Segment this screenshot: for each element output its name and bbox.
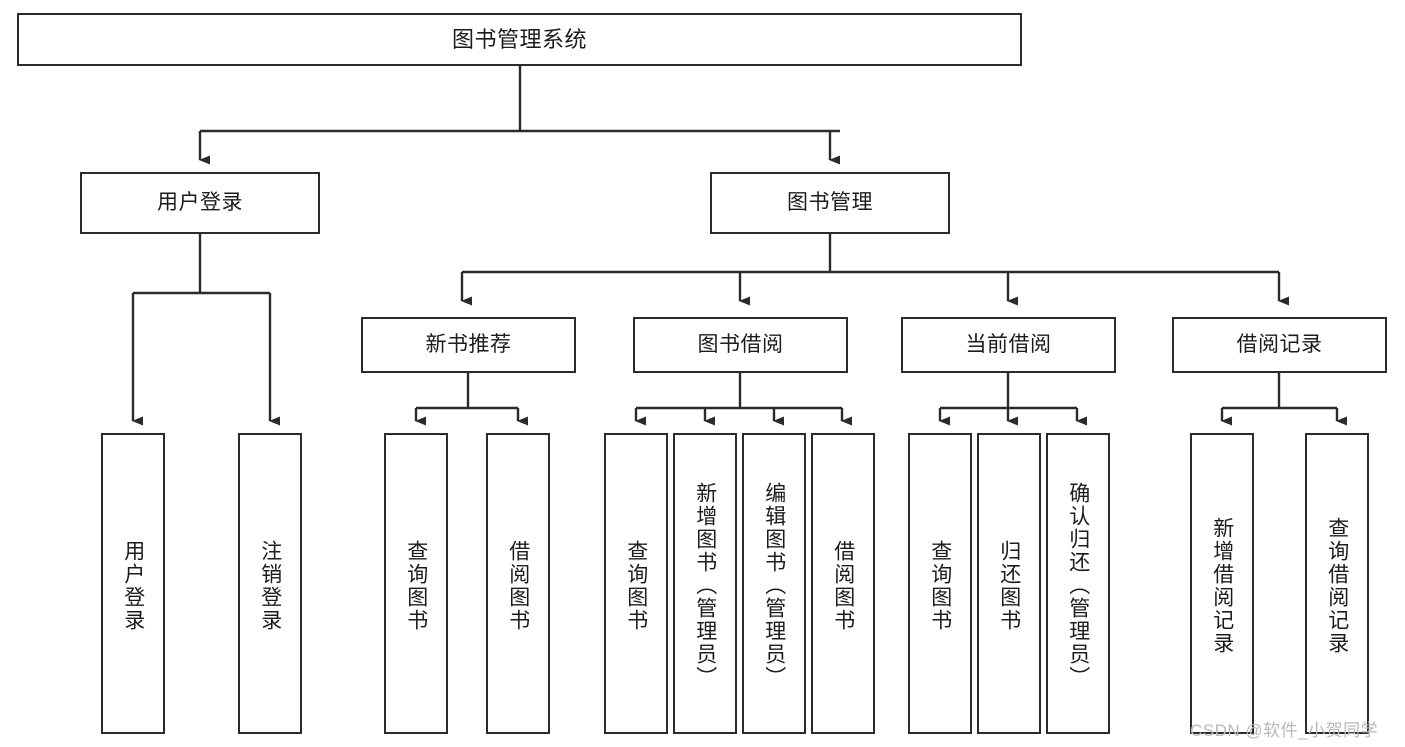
leaf-new-book-borrow[interactable]: 借阅图书 (486, 433, 550, 734)
leaf-book-borrow-query-label: 查询图书 (624, 539, 648, 632)
leaf-user-login-signout-label: 注销登录 (258, 539, 282, 632)
leaf-user-login-signin[interactable]: 用户登录 (101, 433, 165, 734)
node-root[interactable]: 图书管理系统 (17, 13, 1022, 66)
leaf-new-book-borrow-label: 借阅图书 (506, 539, 530, 632)
leaf-current-borrow-query[interactable]: 查询图书 (908, 433, 972, 734)
leaf-current-borrow-confirm-label: 确认归还（管理员） (1066, 482, 1090, 689)
leaf-borrow-record-add-label: 新增借阅记录 (1210, 516, 1234, 655)
leaf-borrow-record-add[interactable]: 新增借阅记录 (1190, 433, 1254, 734)
node-current-borrow[interactable]: 当前借阅 (901, 317, 1116, 373)
leaf-book-borrow-add-label: 新增图书（管理员） (693, 482, 717, 689)
node-borrow-record-label: 借阅记录 (1236, 332, 1323, 356)
node-current-borrow-label: 当前借阅 (965, 332, 1052, 356)
node-user-login-label: 用户登录 (157, 190, 243, 214)
node-book-borrow-label: 图书借阅 (697, 332, 784, 356)
node-borrow-record[interactable]: 借阅记录 (1172, 317, 1387, 373)
leaf-user-login-signout[interactable]: 注销登录 (238, 433, 302, 734)
leaf-book-borrow-edit[interactable]: 编辑图书（管理员） (742, 433, 806, 734)
leaf-book-borrow-add[interactable]: 新增图书（管理员） (673, 433, 737, 734)
leaf-borrow-record-query[interactable]: 查询借阅记录 (1305, 433, 1369, 734)
leaf-user-login-signin-label: 用户登录 (121, 539, 145, 632)
leaf-new-book-query-label: 查询图书 (404, 539, 428, 632)
node-new-book-recommend[interactable]: 新书推荐 (361, 317, 576, 373)
node-new-book-recommend-label: 新书推荐 (425, 332, 512, 356)
leaf-new-book-query[interactable]: 查询图书 (384, 433, 448, 734)
node-book-borrow[interactable]: 图书借阅 (633, 317, 848, 373)
node-book-management[interactable]: 图书管理 (710, 172, 950, 234)
watermark: CSDN @软件_小贺同学 (1190, 721, 1379, 740)
leaf-book-borrow-lend-label: 借阅图书 (831, 539, 855, 632)
node-book-management-label: 图书管理 (787, 190, 873, 214)
leaf-current-borrow-return[interactable]: 归还图书 (977, 433, 1041, 734)
node-user-login[interactable]: 用户登录 (80, 172, 320, 234)
leaf-current-borrow-confirm[interactable]: 确认归还（管理员） (1046, 433, 1110, 734)
leaf-book-borrow-query[interactable]: 查询图书 (604, 433, 668, 734)
leaf-current-borrow-return-label: 归还图书 (997, 539, 1021, 632)
leaf-book-borrow-lend[interactable]: 借阅图书 (811, 433, 875, 734)
leaf-current-borrow-query-label: 查询图书 (928, 539, 952, 632)
leaf-borrow-record-query-label: 查询借阅记录 (1325, 516, 1349, 655)
node-root-label: 图书管理系统 (451, 26, 587, 52)
leaf-book-borrow-edit-label: 编辑图书（管理员） (762, 482, 786, 689)
